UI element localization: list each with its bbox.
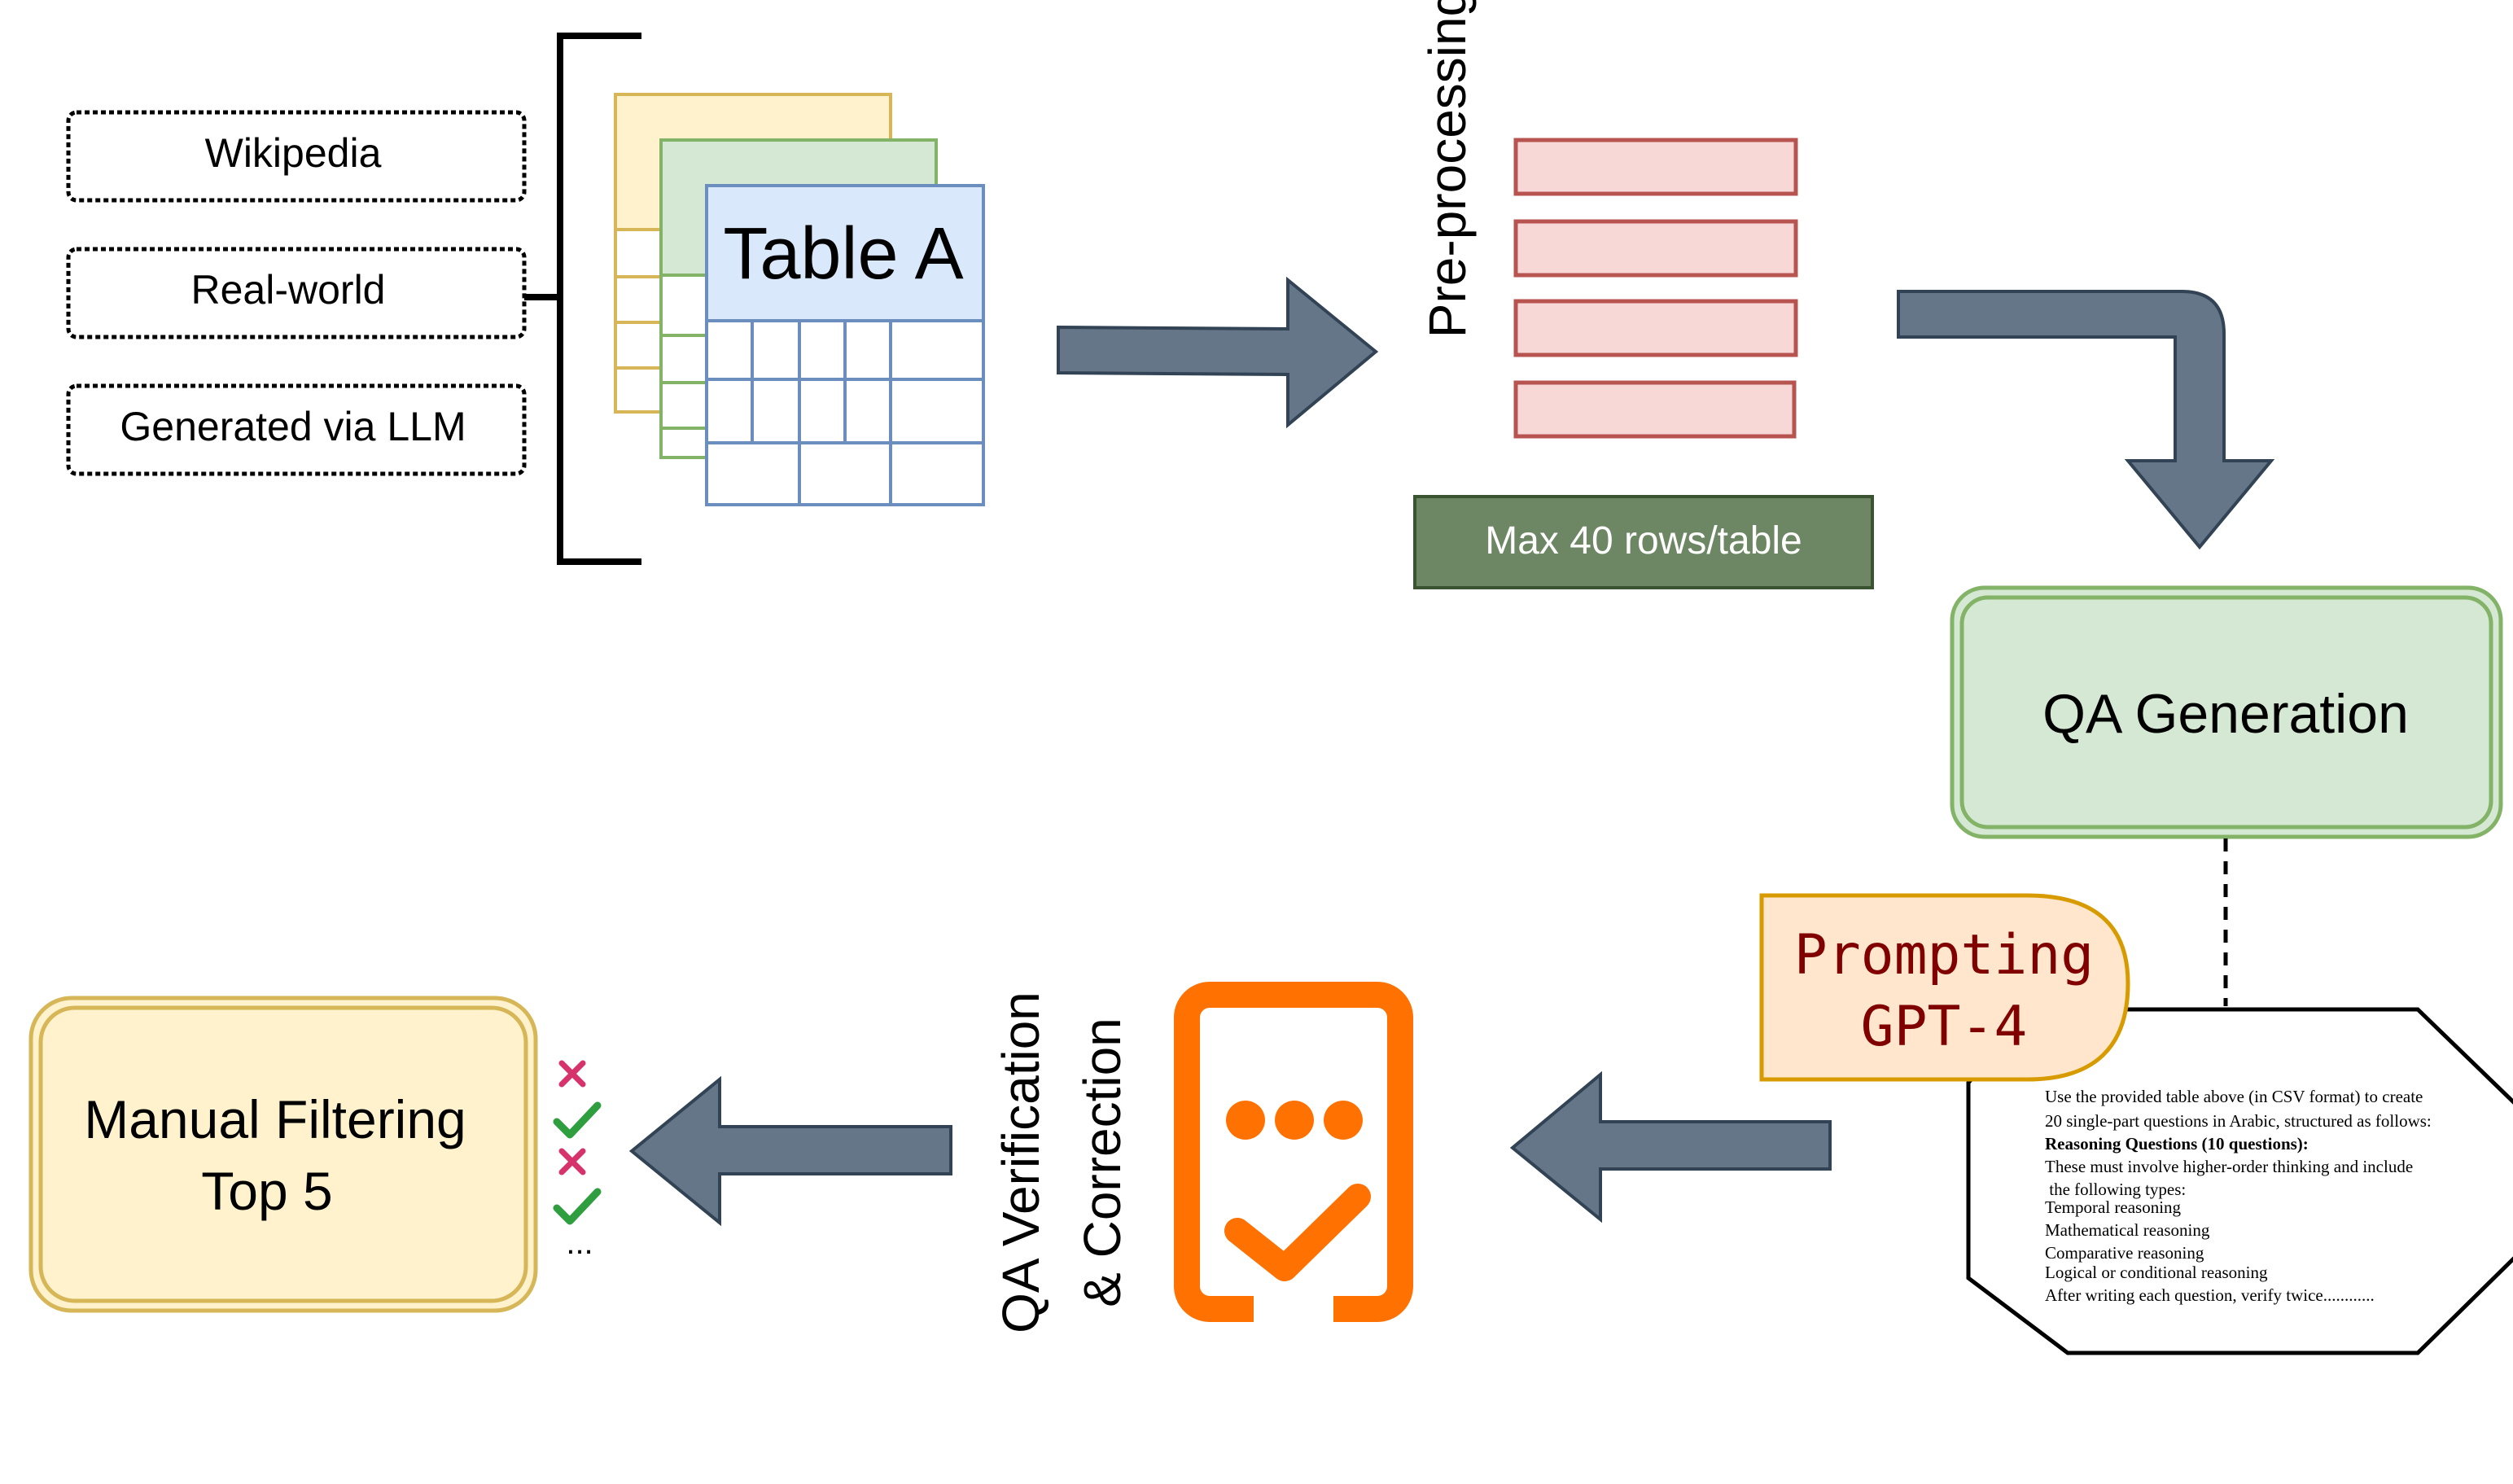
filtering-line2: Top 5 xyxy=(201,1161,332,1221)
preprocessed-rows xyxy=(1513,138,1798,439)
arrow-elbow-icon xyxy=(1897,290,2275,550)
check-icon xyxy=(553,1188,602,1225)
cross-icon xyxy=(558,1060,586,1088)
source-label: Real-world xyxy=(191,267,386,313)
ellipsis: ... xyxy=(566,1225,593,1261)
prompt-octagon xyxy=(1966,1007,2513,1355)
max-rows-note: Max 40 rows/table xyxy=(1413,495,1874,589)
arrow-right-icon xyxy=(1057,276,1379,429)
prompt-line: After writing each question, verify twic… xyxy=(2045,1285,2375,1305)
verification-line2: & Correction xyxy=(1073,1018,1132,1307)
prompt-line: Temporal reasoning xyxy=(2045,1197,2182,1217)
arrow-left-icon xyxy=(1509,1070,1832,1224)
source-real-world: Real-world xyxy=(66,247,527,339)
source-label: Generated via LLM xyxy=(120,404,466,449)
manual-filtering-box: Manual Filtering Top 5 xyxy=(28,996,538,1313)
qa-generation-box: QA Generation xyxy=(1950,585,2503,839)
verification-device-icon xyxy=(1174,982,1413,1327)
prompting-tag: Prompting GPT-4 xyxy=(1759,893,2130,1082)
prompt-text: Use the provided table above (in CSV for… xyxy=(2045,1087,2432,1305)
arrow-left-icon xyxy=(628,1075,952,1227)
table-stack: Table A xyxy=(614,93,985,506)
prompt-line-heading: Reasoning Questions (10 questions): xyxy=(2045,1134,2309,1153)
cross-icon xyxy=(558,1148,586,1175)
source-wikipedia: Wikipedia xyxy=(66,110,527,203)
table-front: Table A xyxy=(705,184,985,506)
prompt-line: 20 single-part questions in Arabic, stru… xyxy=(2045,1111,2432,1131)
check-icon xyxy=(553,1101,602,1139)
source-label: Wikipedia xyxy=(205,130,382,176)
source-bracket xyxy=(524,33,641,565)
prompt-line: Logical or conditional reasoning xyxy=(2045,1263,2268,1282)
prompting-line1: Prompting xyxy=(1794,923,2094,987)
qa-generation-label: QA Generation xyxy=(2042,683,2409,745)
prompting-line2: GPT-4 xyxy=(1861,995,2028,1059)
prompt-line: Use the provided table above (in CSV for… xyxy=(2045,1087,2423,1106)
preprocessing-label: Pre-processing xyxy=(1418,0,1477,338)
note-text: Max 40 rows/table xyxy=(1485,519,1802,563)
prompt-line: These must involve higher-order thinking… xyxy=(2045,1157,2413,1176)
prompt-line: Comparative reasoning xyxy=(2045,1243,2204,1263)
prompt-line: Mathematical reasoning xyxy=(2045,1220,2210,1240)
source-generated-llm: Generated via LLM xyxy=(66,383,527,476)
prompt-line: the following types: xyxy=(2045,1180,2186,1199)
filtering-line1: Manual Filtering xyxy=(84,1089,466,1149)
table-title: Table A xyxy=(723,213,963,295)
verification-line1: QA Verification xyxy=(992,992,1050,1333)
filter-marks: ... xyxy=(553,1060,602,1261)
